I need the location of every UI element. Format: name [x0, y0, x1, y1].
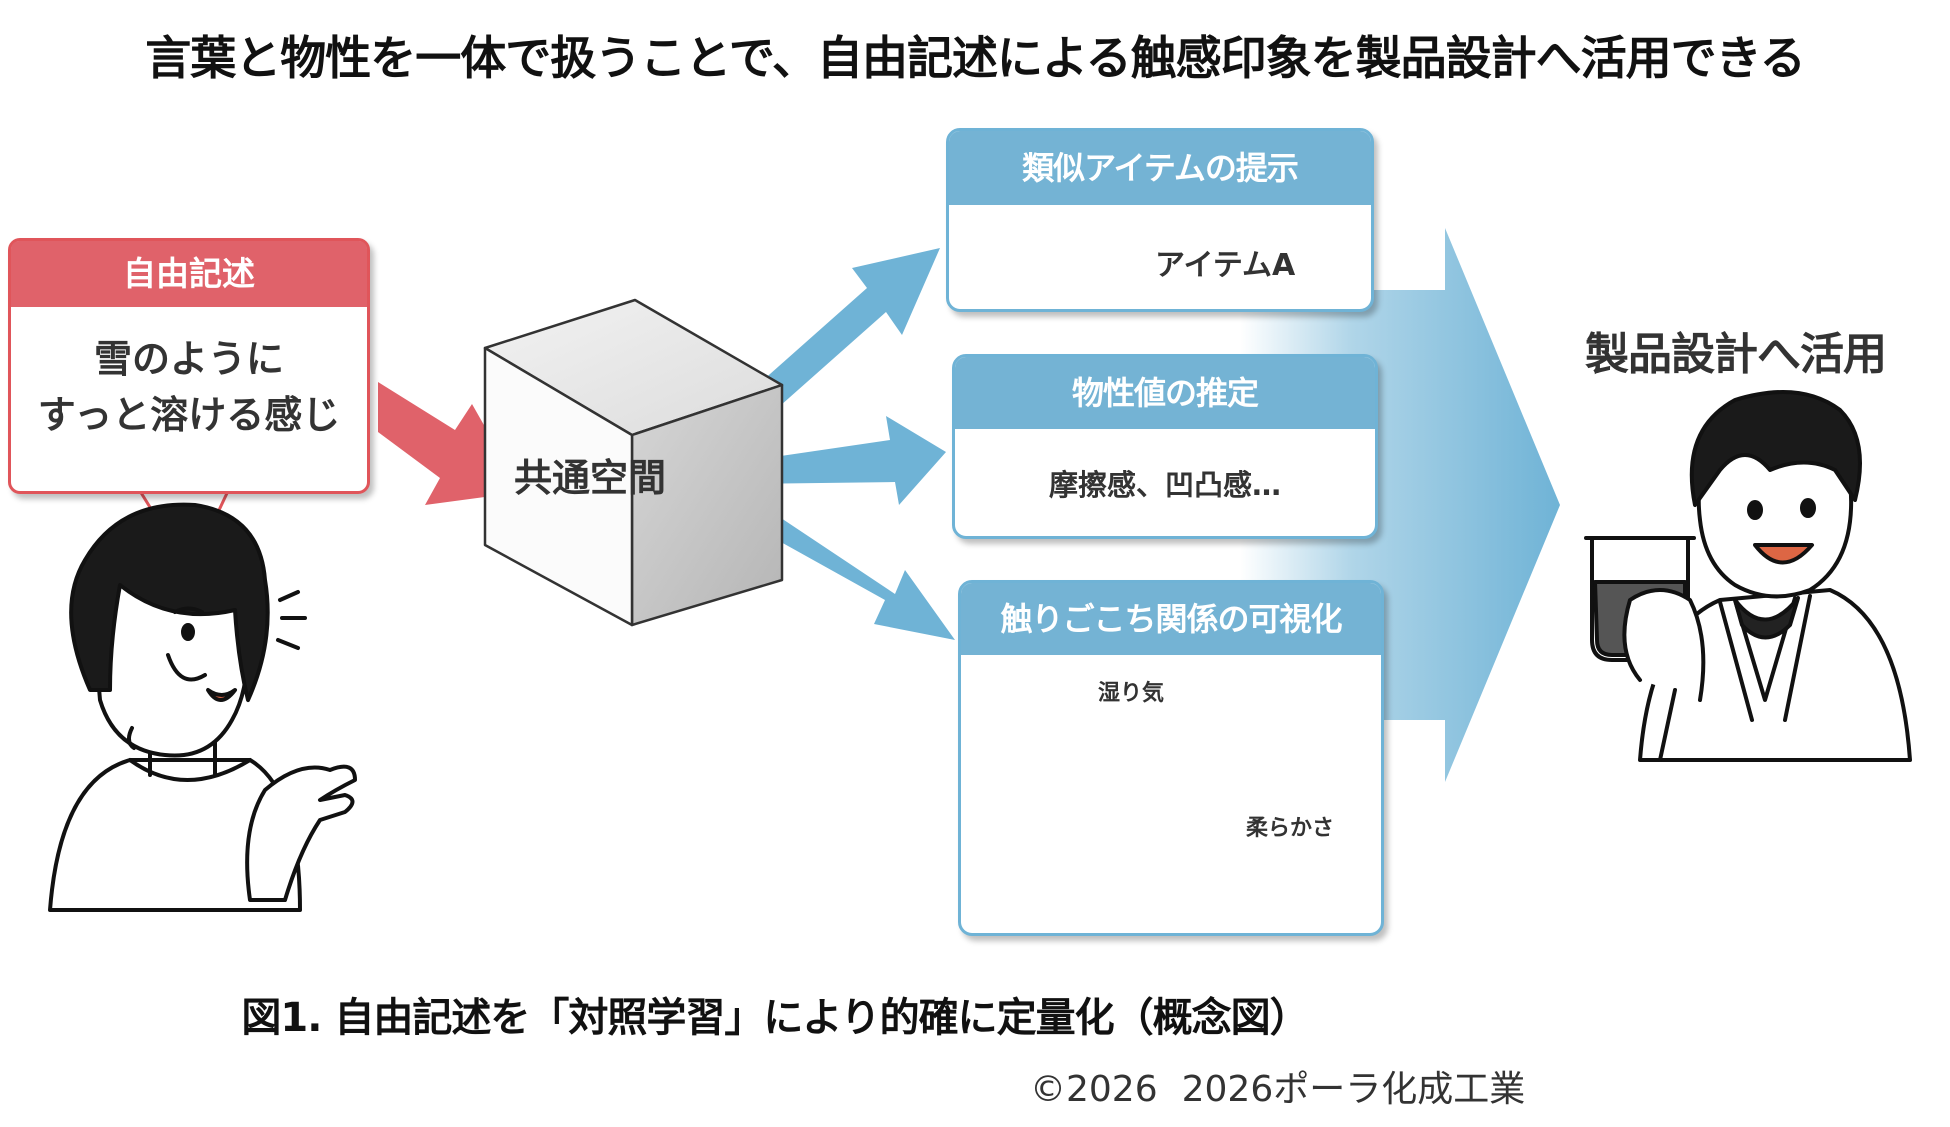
- scientist-icon: [1584, 390, 1912, 762]
- visualization-panel: 触りごこち関係の可視化: [958, 580, 1384, 936]
- x-axis-label: 柔らかさ: [1246, 816, 1335, 841]
- property-estimation-panel: 物性値の推定: [952, 354, 1378, 539]
- copyright-year: ©2026: [1030, 1069, 1158, 1110]
- property-estimation-text: 摩擦感、凹凸感…: [1048, 468, 1281, 502]
- free-description-line: 雪のように: [93, 337, 284, 381]
- free-description-bubble: 自由記述 雪のように すっと溶ける感じ: [8, 238, 370, 494]
- arrow-to-property-estimation: [740, 416, 946, 505]
- copyright-owner: 2026ポーラ化成工業: [1181, 1069, 1526, 1110]
- free-description-line: すっと溶ける感じ: [37, 393, 341, 437]
- free-description-text: 雪のように すっと溶ける感じ: [11, 307, 367, 443]
- page-title: 言葉と物性を一体で扱うことで、自由記述による触感印象を製品設計へ活用できる: [145, 31, 1805, 85]
- copyright-notice: ©2026 2026ポーラ化成工業: [1030, 1060, 1525, 1112]
- figure-caption: 図1. 自由記述を「対照学習」により的確に定量化（概念図）: [241, 995, 1309, 1041]
- arrow-to-similar-items: [735, 248, 940, 429]
- property-estimation-header: 物性値の推定: [955, 357, 1375, 429]
- woman-icon: [48, 502, 357, 912]
- common-space-cube: [483, 298, 784, 627]
- similar-items-panel: 類似アイテムの提示: [946, 128, 1374, 312]
- item-a-label: アイテムA: [1155, 248, 1296, 283]
- common-space-label: 共通空間: [513, 456, 666, 500]
- similar-items-header: 類似アイテムの提示: [949, 131, 1371, 205]
- free-description-header: 自由記述: [11, 241, 367, 307]
- arrow-to-visualization: [745, 502, 955, 640]
- application-label: 製品設計へ活用: [1585, 329, 1887, 380]
- y-axis-label: 湿り気: [1098, 681, 1165, 706]
- visualization-header: 触りごこち関係の可視化: [961, 583, 1381, 655]
